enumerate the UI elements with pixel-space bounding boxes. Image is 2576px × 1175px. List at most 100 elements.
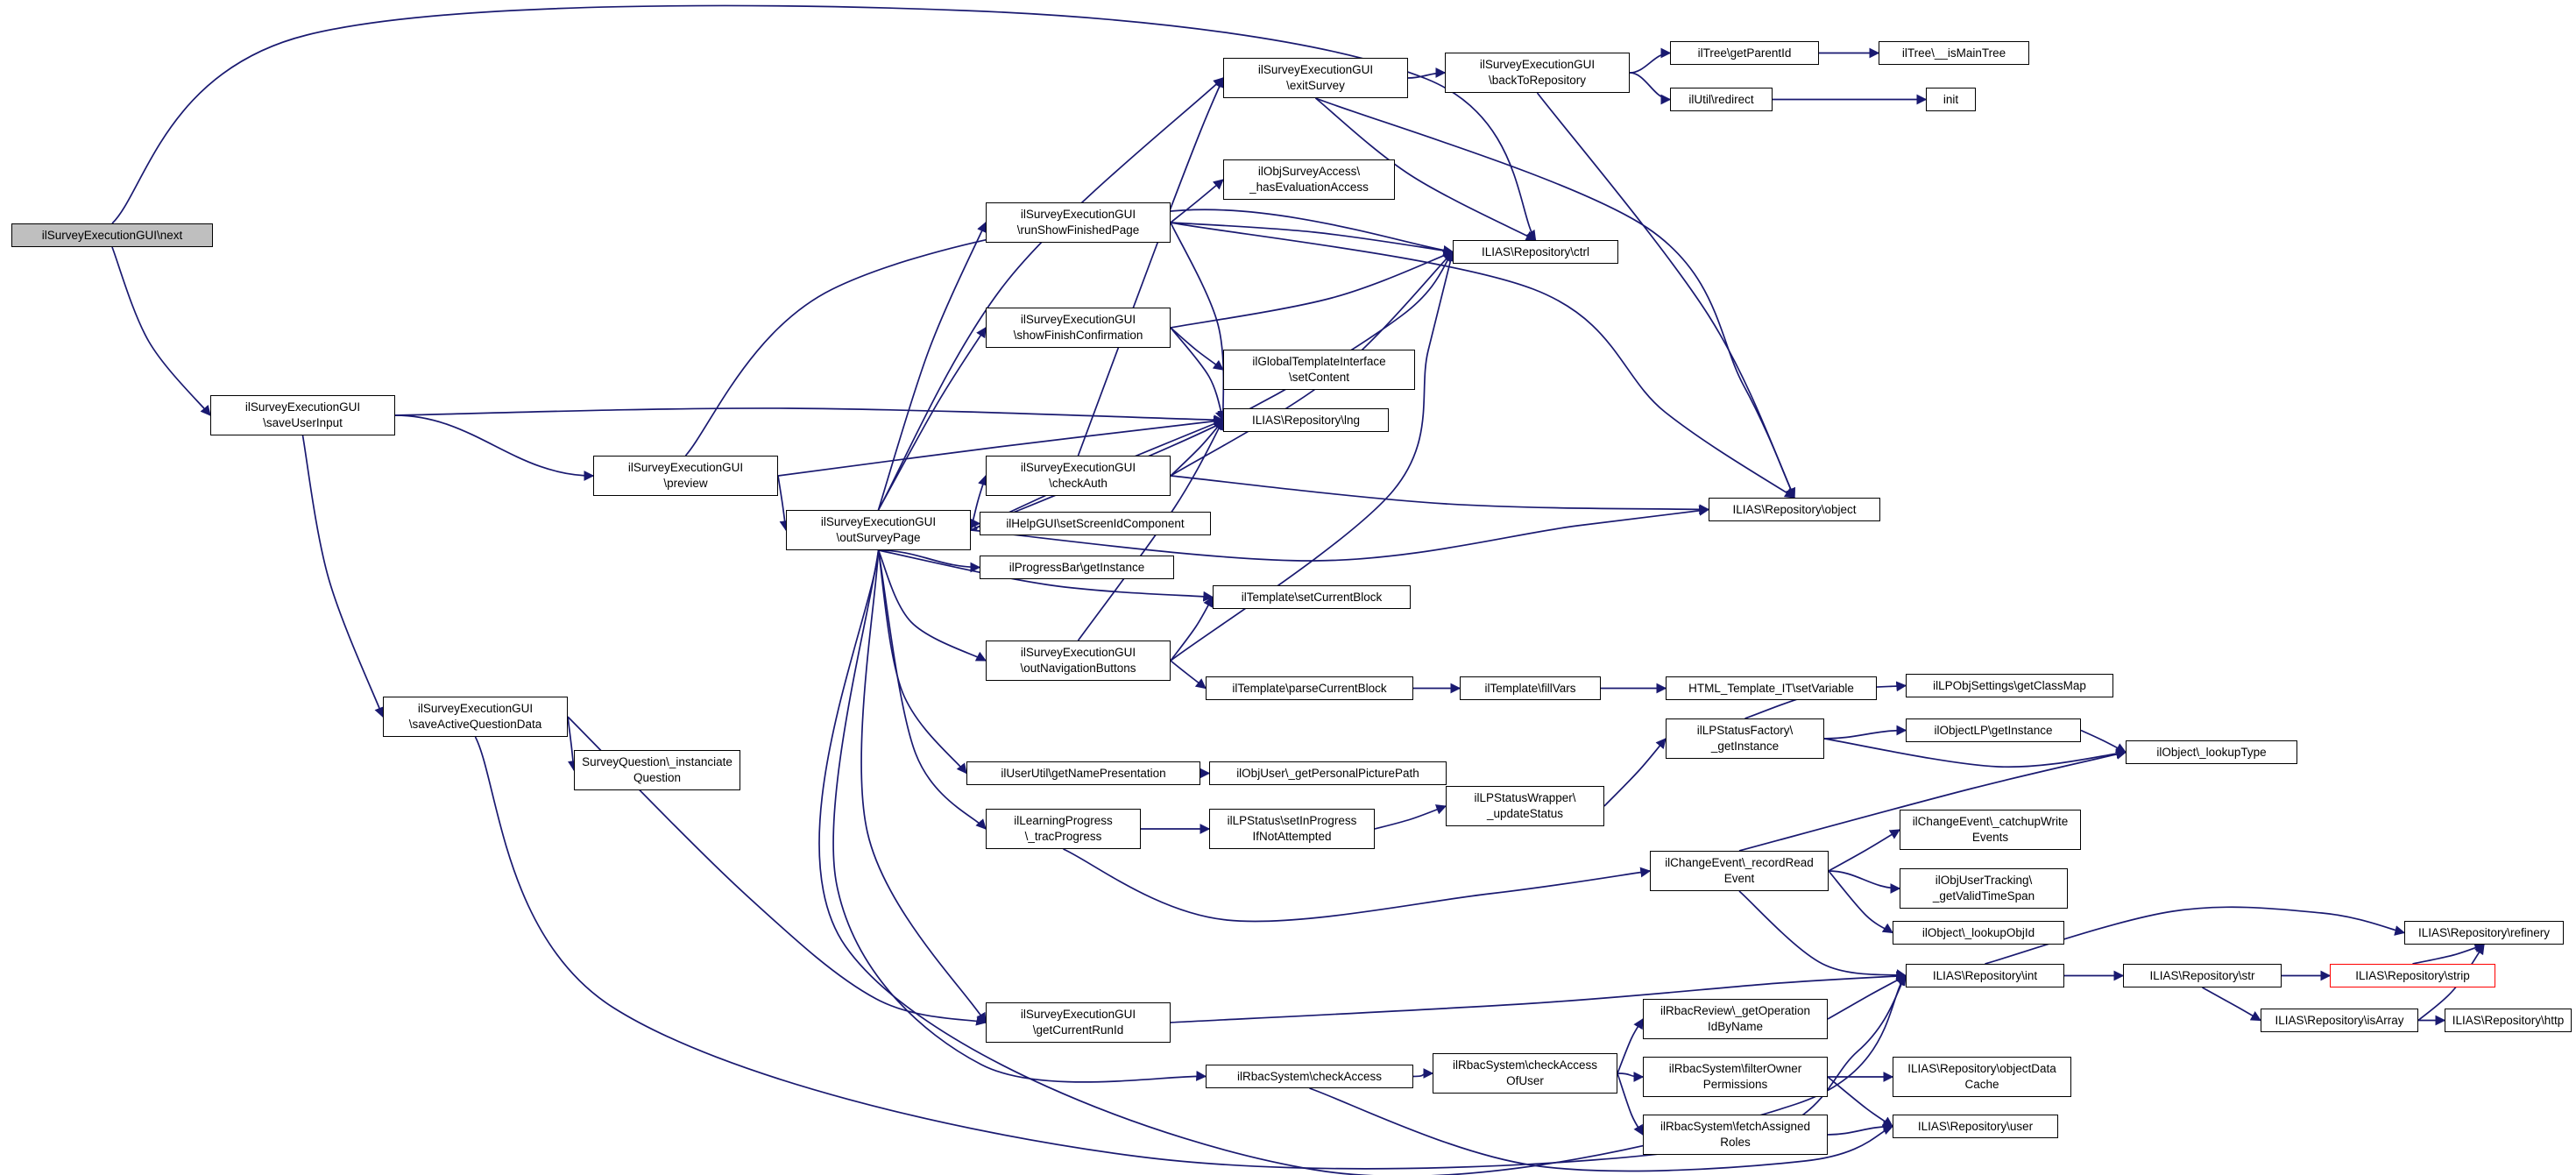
node-label: ilSurveyExecutionGUI	[1020, 461, 1136, 475]
node-http[interactable]: ILIAS\Repository\http	[2445, 1009, 2572, 1032]
node-lookup-type[interactable]: ilObject\_lookupType	[2126, 740, 2297, 764]
node-label: ILIAS\Repository\http	[2452, 1013, 2565, 1027]
node-set-content[interactable]: ilGlobalTemplateInterface\setContent	[1223, 350, 1415, 390]
node-str[interactable]: ILIAS\Repository\str	[2123, 964, 2282, 987]
node-label: ilSurveyExecutionGUI	[820, 515, 937, 529]
node-label: HTML_Template_IT\setVariable	[1688, 681, 1854, 695]
node-out-survey-page[interactable]: ilSurveyExecutionGUI\outSurveyPage	[786, 510, 971, 550]
node-label: ILIAS\Repository\object	[1732, 502, 1857, 516]
edge-save-active-question-data-to-int	[474, 736, 1907, 1170]
node-label: \_tracProgress	[1024, 830, 1102, 843]
node-run-show-finished-page[interactable]: ilSurveyExecutionGUI\runShowFinishedPage	[986, 202, 1171, 243]
node-label: ilSurveyExecutionGUI	[1479, 58, 1596, 72]
node-label: _hasEvaluationAccess	[1249, 180, 1369, 194]
node-get-class-map[interactable]: ilLPObjSettings\getClassMap	[1906, 674, 2113, 697]
node-set-current-block[interactable]: ilTemplate\setCurrentBlock	[1213, 585, 1411, 609]
node-exit-survey[interactable]: ilSurveyExecutionGUI\exitSurvey	[1223, 58, 1408, 98]
node-label: Permissions	[1702, 1078, 1768, 1091]
node-label: Roles	[1720, 1136, 1751, 1149]
edge-out-navigation-buttons-to-parse-current-block	[1170, 660, 1207, 690]
edge-check-auth-to-object	[1170, 475, 1710, 515]
node-label: ILIAS\Repository\int	[1932, 968, 2038, 982]
node-ctrl[interactable]: ILIAS\Repository\ctrl	[1453, 240, 1618, 264]
node-get-parent-id[interactable]: ilTree\getParentId	[1670, 41, 1819, 65]
edge-exit-survey-to-back-to-repository	[1407, 67, 1447, 79]
node-label: Question	[633, 771, 682, 784]
node-is-array[interactable]: ILIAS\Repository\isArray	[2261, 1009, 2418, 1032]
node-fill-vars[interactable]: ilTemplate\fillVars	[1460, 676, 1601, 700]
edge-back-to-repository-to-get-parent-id	[1629, 47, 1672, 74]
node-label: ilRbacSystem\checkAccess	[1452, 1058, 1598, 1072]
node-has-evaluation-access[interactable]: ilObjSurveyAccess\_hasEvaluationAccess	[1223, 159, 1395, 200]
edge-save-user-input-to-lng	[394, 407, 1225, 426]
edge-show-finish-confirmation-to-set-content	[1170, 327, 1224, 371]
node-show-finish-confirmation[interactable]: ilSurveyExecutionGUI\showFinishConfirmat…	[986, 308, 1171, 348]
node-refinery[interactable]: ILIAS\Repository\refinery	[2404, 921, 2564, 945]
node-set-variable[interactable]: HTML_Template_IT\setVariable	[1666, 676, 1877, 700]
node-update-status[interactable]: ilLPStatusWrapper\_updateStatus	[1446, 786, 1604, 826]
edge-out-survey-page-to-progress-bar-get-instance	[878, 549, 981, 573]
node-int[interactable]: ILIAS\Repository\int	[1906, 964, 2064, 987]
edge-record-read-event-to-int	[1738, 890, 1907, 980]
node-get-current-run-id[interactable]: ilSurveyExecutionGUI\getCurrentRunId	[986, 1002, 1171, 1043]
node-init[interactable]: init	[1926, 88, 1976, 111]
node-label: ILIAS\Repository\objectData	[1907, 1062, 2056, 1076]
node-label: ilSurveyExecutionGUI	[417, 702, 534, 716]
node-progress-bar-get-instance[interactable]: ilProgressBar\getInstance	[980, 556, 1174, 579]
node-user[interactable]: ILIAS\Repository\user	[1893, 1115, 2058, 1138]
edge-show-finish-confirmation-to-ctrl	[1170, 250, 1454, 329]
edge-run-show-finished-page-to-object	[1170, 222, 1795, 499]
node-out-navigation-buttons[interactable]: ilSurveyExecutionGUI\outNavigationButton…	[986, 641, 1171, 681]
node-label: ilRbacSystem\filterOwner	[1668, 1062, 1802, 1076]
node-label: ilObject\_lookupType	[2156, 745, 2267, 759]
node-is-main-tree[interactable]: ilTree\__isMainTree	[1879, 41, 2029, 65]
edge-check-access-of-user-to-get-operation-id-by-name	[1617, 1017, 1644, 1074]
node-lp-status-factory-get-instance[interactable]: ilLPStatusFactory\_getInstance	[1666, 718, 1824, 759]
edge-show-finish-confirmation-to-lng	[1170, 327, 1226, 421]
node-label: ilLPStatus\setInProgress	[1227, 814, 1357, 828]
node-label: _updateStatus	[1486, 807, 1564, 820]
node-label: ilLPObjSettings\getClassMap	[1933, 678, 2086, 692]
node-rbac-check-access[interactable]: ilRbacSystem\checkAccess	[1206, 1065, 1413, 1088]
node-label: SurveyQuestion\_instanciate	[582, 755, 732, 769]
node-label: ilSurveyExecutionGUI	[1020, 208, 1136, 222]
node-get-valid-time-span[interactable]: ilObjUserTracking\_getValidTimeSpan	[1900, 868, 2068, 909]
node-get-name-presentation[interactable]: ilUserUtil\getNamePresentation	[966, 761, 1200, 785]
node-check-auth[interactable]: ilSurveyExecutionGUI\checkAuth	[986, 456, 1171, 496]
node-next[interactable]: ilSurveyExecutionGUI\next	[11, 223, 213, 247]
node-lookup-obj-id[interactable]: ilObject\_lookupObjId	[1893, 921, 2064, 945]
node-object[interactable]: ILIAS\Repository\object	[1709, 498, 1880, 521]
node-label: _getValidTimeSpan	[1932, 889, 2035, 902]
node-save-active-question-data[interactable]: ilSurveyExecutionGUI \saveActiveQuestionD…	[383, 697, 568, 737]
node-save-user-input[interactable]: ilSurveyExecutionGUI\saveUserInput	[210, 395, 395, 435]
node-set-screen-id-component[interactable]: ilHelpGUI\setScreenIdComponent	[980, 512, 1211, 535]
node-back-to-repository[interactable]: ilSurveyExecutionGUI\backToRepository	[1445, 53, 1630, 93]
node-label: Events	[1971, 831, 2009, 844]
edge-save-user-input-to-preview	[394, 414, 595, 481]
node-label: \saveActiveQuestionData	[408, 718, 542, 731]
node-trac-progress[interactable]: ilLearningProgress\_tracProgress	[986, 809, 1141, 849]
node-parse-current-block[interactable]: ilTemplate\parseCurrentBlock	[1206, 676, 1413, 700]
node-strip[interactable]: ILIAS\Repository\strip	[2330, 964, 2495, 987]
node-label: ilChangeEvent\_recordRead	[1665, 856, 1814, 870]
edge-trac-progress-to-record-read-event	[1063, 848, 1652, 923]
node-lng[interactable]: ILIAS\Repository\lng	[1223, 408, 1389, 432]
node-get-personal-picture-path[interactable]: ilObjUser\_getPersonalPicturePath	[1209, 761, 1447, 785]
node-object-lp-get-instance[interactable]: ilObjectLP\getInstance	[1906, 718, 2081, 742]
node-label: ILIAS\Repository\str	[2149, 968, 2255, 982]
node-label: \setContent	[1288, 371, 1350, 384]
node-label: OfUser	[1506, 1074, 1544, 1087]
node-preview[interactable]: ilSurveyExecutionGUI\preview	[593, 456, 778, 496]
edge-out-survey-page-to-run-show-finished-page	[877, 221, 987, 511]
node-redirect[interactable]: ilUtil\redirect	[1670, 88, 1773, 111]
